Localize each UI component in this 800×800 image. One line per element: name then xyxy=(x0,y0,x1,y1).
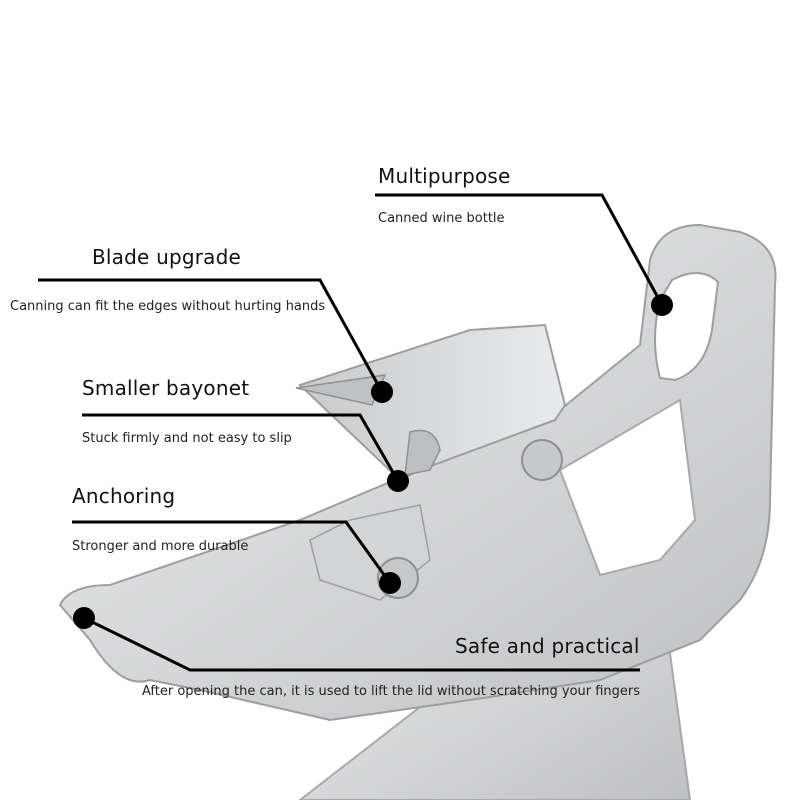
callout-desc-safe-practical: After opening the can, it is used to lif… xyxy=(142,684,641,699)
callout-desc-anchoring: Stronger and more durable xyxy=(72,539,249,554)
callout-title-smaller-bayonet: Smaller bayonet xyxy=(82,376,250,400)
bayonet-notch xyxy=(404,429,441,476)
leader-blade-upgrade xyxy=(38,278,384,393)
callout-title-safe-practical: Safe and practical xyxy=(455,634,640,658)
callout-desc-smaller-bayonet: Stuck firmly and not easy to slip xyxy=(82,431,292,446)
dot-blade-upgrade xyxy=(371,381,393,403)
callout-title-multipurpose: Multipurpose xyxy=(378,164,511,188)
dot-anchoring xyxy=(379,572,401,594)
callout-dots xyxy=(73,294,673,629)
callout-title-anchoring: Anchoring xyxy=(72,484,176,508)
callout-desc-blade-upgrade: Canning can fit the edges without hurtin… xyxy=(10,299,326,314)
leader-smaller-bayonet xyxy=(82,413,400,482)
dot-safe-practical xyxy=(73,607,95,629)
callout-desc-multipurpose: Canned wine bottle xyxy=(378,211,505,226)
leader-multipurpose xyxy=(375,193,664,306)
leader-anchoring xyxy=(72,520,392,584)
callout-title-blade-upgrade: Blade upgrade xyxy=(92,245,242,269)
handle-opening xyxy=(558,398,697,577)
dot-multipurpose xyxy=(651,294,673,316)
leader-lines xyxy=(38,193,664,672)
leader-safe-practical xyxy=(83,616,640,672)
rivet-upper xyxy=(521,439,563,481)
dot-smaller-bayonet xyxy=(387,470,409,492)
